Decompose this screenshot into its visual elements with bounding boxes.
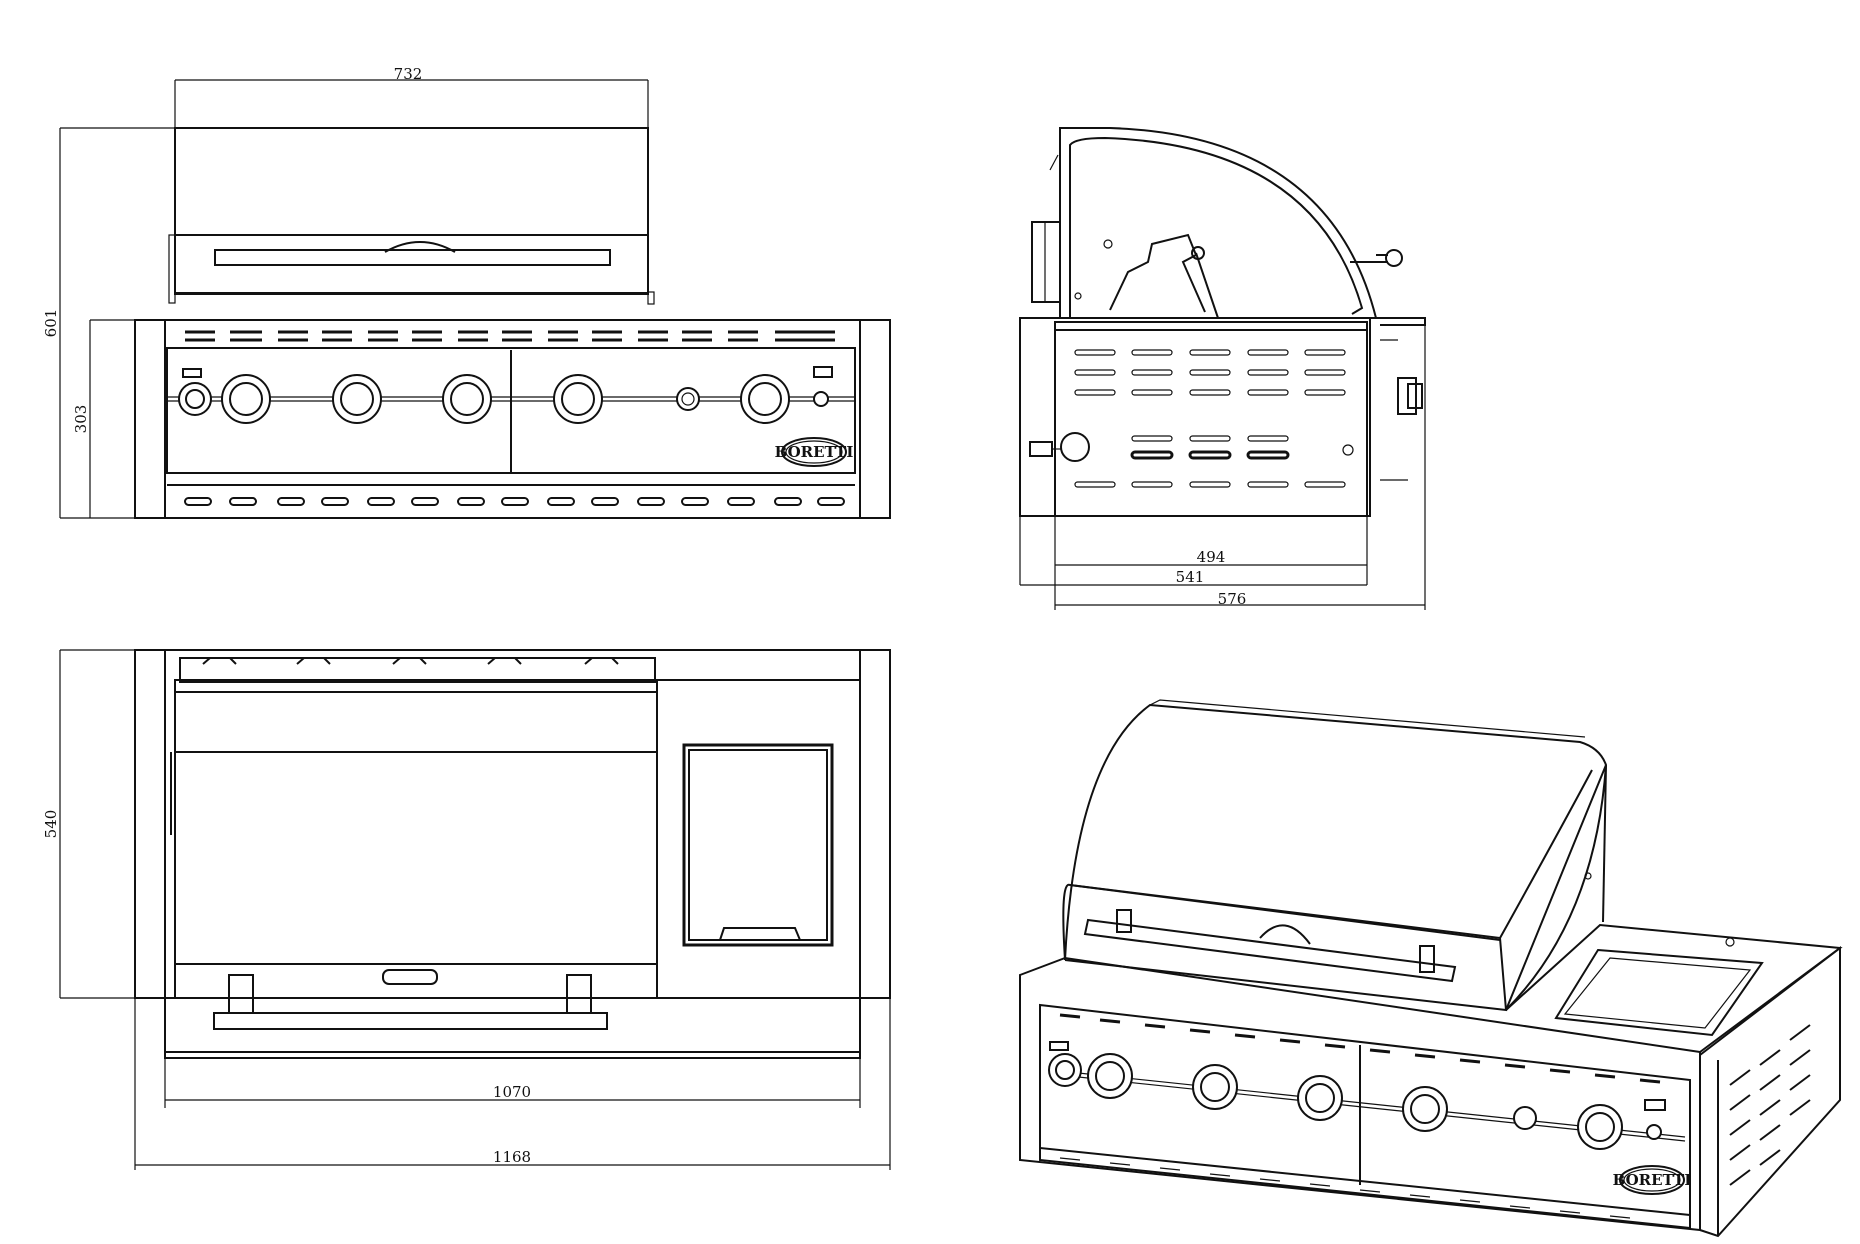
side-body <box>1019 317 1371 517</box>
control-knob <box>442 374 492 424</box>
iso-knob <box>1087 1053 1133 1099</box>
iso-hood <box>1062 699 1608 1012</box>
iso-knob <box>1297 1075 1343 1121</box>
dimension-label-494: 494 <box>1197 548 1226 566</box>
control-knob <box>332 374 382 424</box>
dimension-494: 494 <box>1054 516 1368 585</box>
side-view: 494 541 576 <box>1019 127 1426 610</box>
top-grill-lid <box>170 657 658 1030</box>
dimension-label-1168: 1168 <box>493 1148 531 1166</box>
dimension-label-540: 540 <box>42 810 60 839</box>
grill-cabinet: BORETTI <box>134 319 891 519</box>
control-knob <box>221 374 271 424</box>
side-burner-lid <box>656 679 861 999</box>
ignition-button <box>676 387 700 411</box>
gas-inlet <box>1029 432 1090 462</box>
iso-knob <box>1192 1064 1238 1110</box>
dimension-label-576: 576 <box>1218 590 1247 608</box>
iso-ignition <box>1513 1106 1537 1130</box>
side-hood-profile <box>1031 127 1403 319</box>
side-knob-profile <box>1380 339 1423 481</box>
control-knob <box>178 382 212 416</box>
front-view: 732 601 303 <box>42 65 891 519</box>
control-knob <box>740 374 790 424</box>
dimension-label-541: 541 <box>1176 568 1205 586</box>
hood-handle <box>214 249 611 266</box>
dimension-1168: 1168 <box>134 998 891 1170</box>
dimension-width-732: 732 <box>174 65 649 128</box>
dimension-label-601: 601 <box>42 309 60 338</box>
iso-brand-badge: BORETTI <box>1613 1165 1692 1195</box>
dimension-height-601: 601 <box>42 127 175 519</box>
iso-cabinet: BORETTI <box>1019 946 1841 1238</box>
control-panel <box>166 347 856 474</box>
iso-knob <box>1402 1086 1448 1132</box>
grill-hood <box>168 127 655 305</box>
iso-brand-badge-text: BORETTI <box>1613 1171 1692 1189</box>
dimension-1070: 1070 <box>164 1058 861 1108</box>
iso-knob <box>1577 1104 1623 1150</box>
iso-light-switch <box>1646 1124 1662 1140</box>
control-knob <box>553 374 603 424</box>
dimension-label-732: 732 <box>394 65 423 83</box>
iso-knob <box>1048 1053 1082 1087</box>
isometric-view: BORETTI <box>1019 699 1843 1238</box>
dimension-height-303: 303 <box>72 319 135 518</box>
dimension-576: 576 <box>1054 325 1426 610</box>
side-vent-slots <box>1074 349 1346 488</box>
brand-badge: BORETTI <box>775 437 854 467</box>
dimension-label-303: 303 <box>72 405 90 434</box>
iso-side-burner <box>1505 764 1843 1056</box>
brand-badge-text: BORETTI <box>775 443 854 461</box>
hood-thermometer <box>384 241 456 253</box>
top-thermometer <box>382 969 438 985</box>
dimension-label-1070: 1070 <box>493 1083 531 1101</box>
dimension-540: 540 <box>42 649 135 999</box>
top-handle <box>213 1012 608 1030</box>
top-view: 540 <box>42 649 891 1170</box>
dimension-541: 541 <box>1019 318 1367 586</box>
light-switch <box>813 391 829 407</box>
